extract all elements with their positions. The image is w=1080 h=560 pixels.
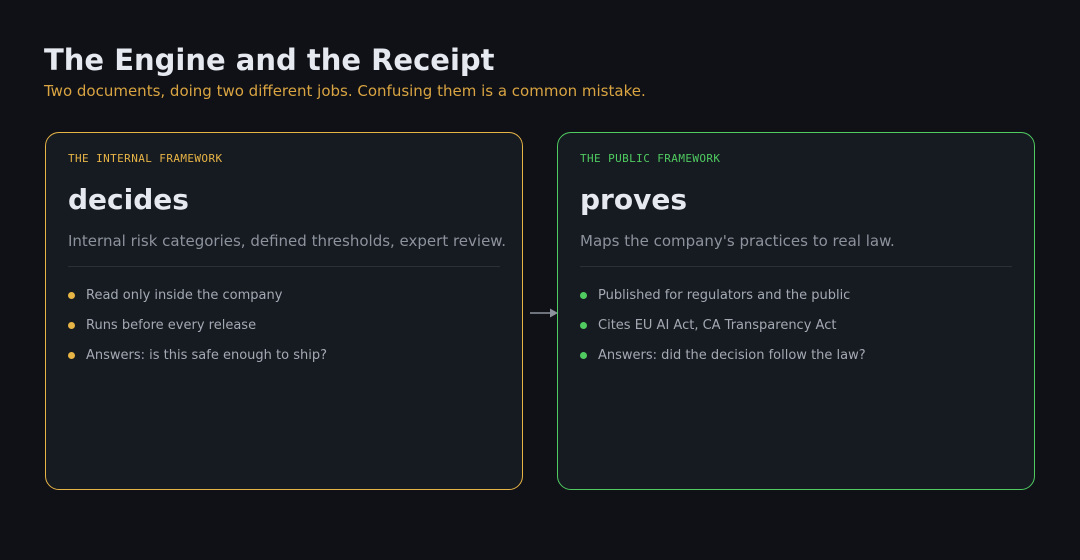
- list-item: Cites EU AI Act, CA Transparency Act: [580, 317, 866, 347]
- card-divider: [580, 266, 1012, 267]
- card-verb: decides: [68, 183, 189, 216]
- bullet-dot-icon: [68, 292, 75, 299]
- bullet-dot-icon: [68, 322, 75, 329]
- bullet-text: Answers: is this safe enough to ship?: [86, 348, 327, 363]
- card-bullet-list: Read only inside the company Runs before…: [68, 287, 327, 377]
- card-divider: [68, 266, 500, 267]
- bullet-text: Runs before every release: [86, 318, 257, 333]
- list-item: Runs before every release: [68, 317, 327, 347]
- card-eyebrow: THE PUBLIC FRAMEWORK: [580, 152, 721, 165]
- arrow-right-icon: [530, 308, 558, 318]
- bullet-text: Read only inside the company: [86, 288, 283, 303]
- bullet-dot-icon: [68, 352, 75, 359]
- card-bullet-list: Published for regulators and the public …: [580, 287, 866, 377]
- bullet-text: Cites EU AI Act, CA Transparency Act: [598, 318, 837, 333]
- bullet-dot-icon: [580, 352, 587, 359]
- page-subtitle: Two documents, doing two different jobs.…: [44, 82, 646, 100]
- page-title: The Engine and the Receipt: [44, 43, 495, 77]
- bullet-dot-icon: [580, 322, 587, 329]
- card-verb: proves: [580, 183, 687, 216]
- list-item: Read only inside the company: [68, 287, 327, 317]
- bullet-text: Answers: did the decision follow the law…: [598, 348, 866, 363]
- list-item: Published for regulators and the public: [580, 287, 866, 317]
- card-eyebrow: THE INTERNAL FRAMEWORK: [68, 152, 223, 165]
- bullet-text: Published for regulators and the public: [598, 288, 851, 303]
- card-description: Internal risk categories, defined thresh…: [68, 232, 506, 250]
- public-framework-card: THE PUBLIC FRAMEWORK proves Maps the com…: [557, 132, 1035, 490]
- bullet-dot-icon: [580, 292, 587, 299]
- list-item: Answers: is this safe enough to ship?: [68, 347, 327, 377]
- card-description: Maps the company's practices to real law…: [580, 232, 895, 250]
- list-item: Answers: did the decision follow the law…: [580, 347, 866, 377]
- internal-framework-card: THE INTERNAL FRAMEWORK decides Internal …: [45, 132, 523, 490]
